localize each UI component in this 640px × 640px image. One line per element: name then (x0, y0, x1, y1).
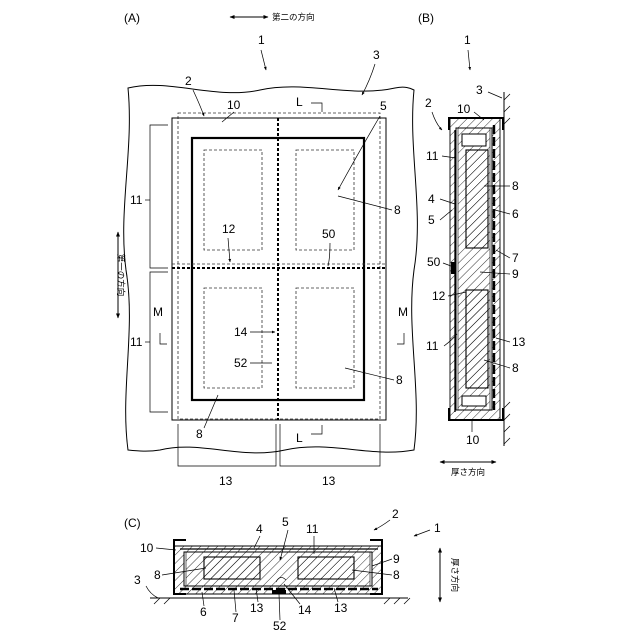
view-c-label: (C) (124, 516, 141, 530)
element-8-upper-b (466, 150, 488, 248)
label-11-upper: 11 (130, 193, 143, 207)
thickness-direction-label-b: 厚さ方向 (451, 467, 485, 477)
dim-11-lower (150, 272, 168, 412)
label-c-14: 14 (298, 603, 312, 617)
label-b-4: 4 (428, 192, 435, 206)
label-2: 2 (185, 74, 192, 88)
gap-bottom-b (462, 396, 486, 406)
view-a-label: (A) (124, 11, 140, 25)
section-l-top-mark (311, 103, 322, 112)
label-13-left: 13 (219, 474, 233, 488)
label-b-13: 13 (512, 335, 526, 349)
label-c-8-right: 8 (393, 568, 400, 582)
label-8-lower-right: 8 (396, 373, 403, 387)
label-c-6: 6 (200, 605, 207, 619)
label-5: 5 (380, 99, 387, 113)
section-l-bottom-mark (311, 425, 322, 434)
label-b-9: 9 (512, 267, 519, 281)
label-b-8-lower: 8 (512, 361, 519, 375)
connector-52-c (272, 590, 286, 594)
quadrant-lr (296, 288, 354, 388)
section-m-left: M (153, 305, 163, 319)
element-8-left-c (204, 557, 260, 579)
gap-top-b (462, 134, 486, 146)
thickness-direction-label-c: 厚さ方向 (450, 558, 460, 592)
second-direction-label: 第二の方向 (272, 12, 315, 22)
element-8-lower-b (466, 290, 488, 388)
label-8-lower-left: 8 (196, 427, 203, 441)
connector-50-b (451, 262, 455, 274)
label-b-10-bottom: 10 (466, 433, 480, 447)
element-8-right-c (298, 557, 354, 579)
section-m-right-mark (397, 333, 404, 344)
label-b-3: 3 (476, 83, 483, 97)
label-8-upper: 8 (394, 203, 401, 217)
label-c-13-left: 13 (250, 601, 264, 615)
view-b: (B) 1 3 (418, 11, 526, 477)
section-l-bottom: L (296, 431, 303, 445)
wall-b-hatch (504, 94, 510, 444)
label-c-4: 4 (256, 522, 263, 536)
section-m-right: M (398, 305, 408, 319)
ground-c-hatch (154, 598, 410, 604)
label-c-52: 52 (273, 619, 287, 633)
label-b-6: 6 (512, 207, 519, 221)
label-52: 52 (234, 356, 248, 370)
label-c-9: 9 (393, 552, 400, 566)
label-b-8-upper: 8 (512, 179, 519, 193)
label-10: 10 (227, 98, 241, 112)
label-c-7: 7 (232, 611, 239, 625)
dim-11-upper (150, 125, 168, 268)
label-12: 12 (222, 222, 236, 236)
label-c-11: 11 (306, 522, 319, 536)
label-c-1: 1 (434, 521, 441, 535)
label-b-5: 5 (428, 213, 435, 227)
label-3: 3 (373, 48, 380, 62)
section-m-left-mark (160, 333, 167, 344)
label-b-11-lower: 11 (426, 339, 439, 353)
label-1: 1 (258, 33, 265, 47)
view-a: (A) 第二の方向 L L M (116, 11, 417, 488)
label-c-8-left: 8 (154, 568, 161, 582)
label-c-3: 3 (134, 573, 141, 587)
label-c-13-right: 13 (334, 601, 348, 615)
label-b-10-top: 10 (457, 102, 471, 116)
view-b-label: (B) (418, 11, 434, 25)
label-13-right: 13 (322, 474, 336, 488)
label-b-2: 2 (425, 96, 432, 110)
label-c-2: 2 (392, 507, 399, 521)
label-b-12: 12 (432, 289, 446, 303)
label-14: 14 (234, 325, 248, 339)
dim-13-right (280, 424, 380, 466)
wall-outline (124, 85, 418, 453)
label-50: 50 (322, 227, 336, 241)
label-b-1: 1 (464, 33, 471, 47)
section-l-top: L (296, 95, 303, 109)
label-c-5: 5 (282, 515, 289, 529)
label-b-50: 50 (427, 255, 441, 269)
dim-13-left (178, 424, 276, 466)
label-b-7: 7 (512, 251, 519, 265)
label-11-lower: 11 (130, 335, 143, 349)
view-c: (C) 2 1 4 5 1 (124, 507, 460, 633)
first-direction-label: 第一の方向 (116, 254, 126, 297)
label-c-10: 10 (140, 541, 154, 555)
label-b-11-upper: 11 (426, 149, 439, 163)
quadrant-ll (204, 288, 262, 388)
